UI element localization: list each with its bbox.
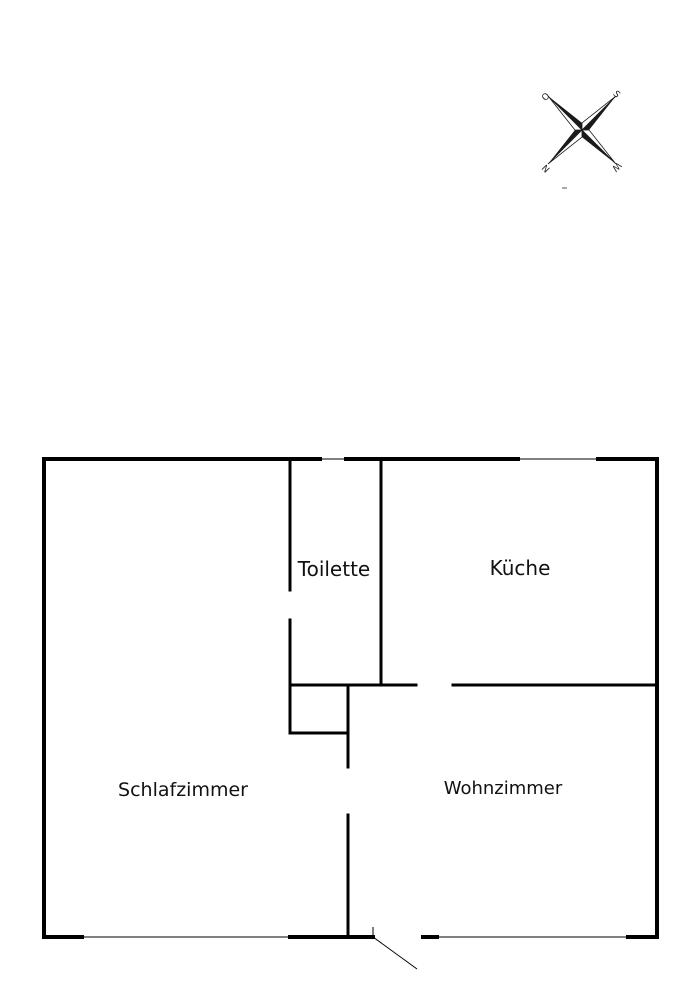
compass-label-west: W [609, 160, 622, 173]
compass-label-east: O [540, 91, 552, 103]
compass-label-south: S [611, 89, 622, 100]
room-label-kueche: Küche [490, 556, 551, 580]
compass-needle-down-light [581, 129, 617, 165]
window-lines [82, 458, 628, 938]
compass-needle-left-light [547, 129, 583, 165]
room-label-schlafzimmer: Schlafzimmer [118, 779, 248, 801]
compass-needle-up [548, 96, 582, 130]
compass-needle-down [582, 130, 616, 164]
compass-needle-right-light [581, 95, 617, 131]
compass-needle-right [582, 96, 616, 130]
compass-needle-left [548, 130, 582, 164]
outer-walls [42, 457, 659, 939]
room-label-toilette: Toilette [297, 557, 370, 581]
entrance-door [372, 936, 418, 970]
compass-label-north: N [541, 162, 553, 174]
compass-needle-up-light [547, 95, 583, 131]
interior-walls [288, 457, 659, 939]
compass-rose [547, 95, 617, 165]
room-label-wohnzimmer: Wohnzimmer [444, 778, 563, 799]
